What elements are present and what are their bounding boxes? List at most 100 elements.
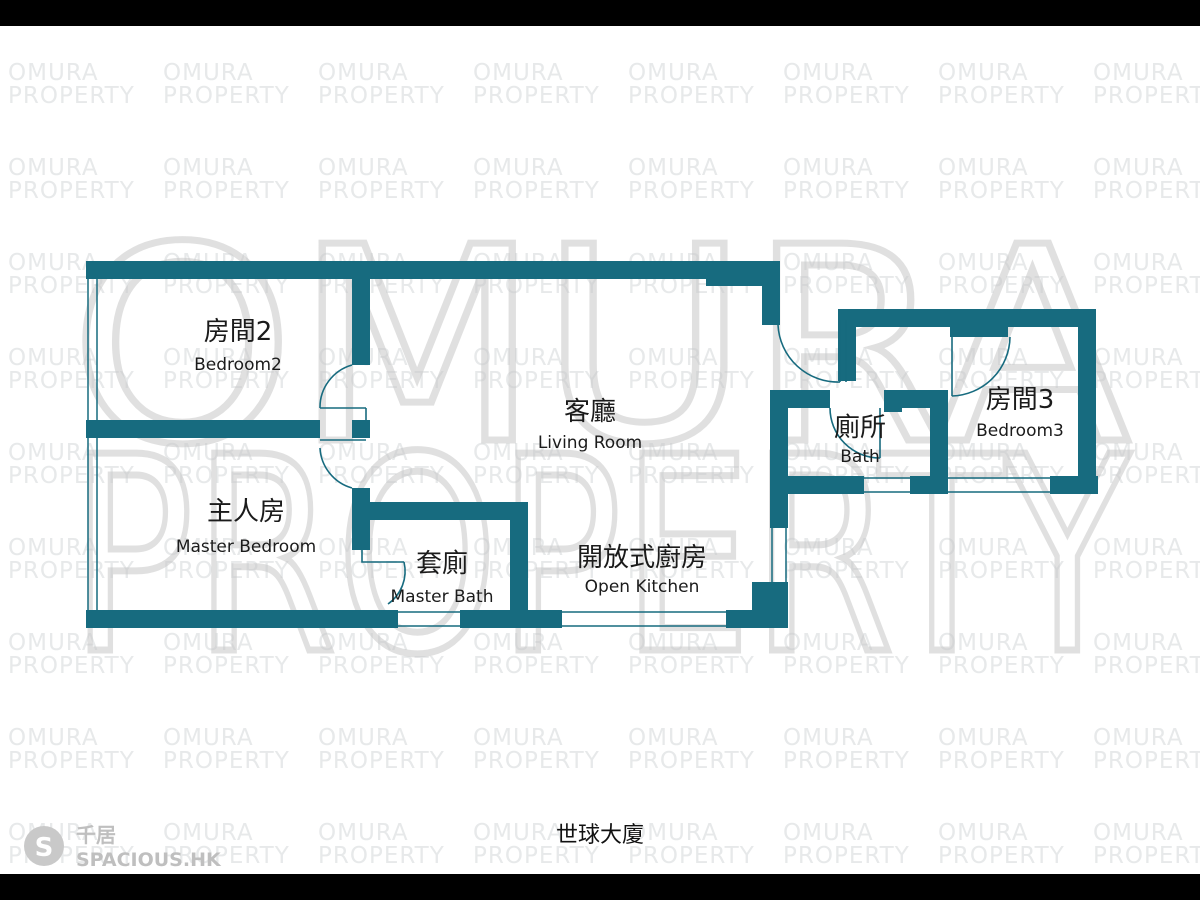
wall-kitchen-right-lower bbox=[752, 582, 788, 628]
watermark-tile-line2: PROPERTY bbox=[1093, 273, 1200, 299]
watermark-tile-line1: OMURA bbox=[1093, 440, 1184, 466]
watermark-tile-line1: OMURA bbox=[938, 630, 1029, 656]
watermark-tile-line1: OMURA bbox=[783, 630, 874, 656]
watermark-tile-line2: PROPERTY bbox=[783, 558, 910, 584]
watermark-tile-line1: OMURA bbox=[8, 345, 99, 371]
watermark-tile-line2: PROPERTY bbox=[163, 368, 290, 394]
watermark-tile-line1: OMURA bbox=[473, 155, 564, 181]
watermark-tile-line2: PROPERTY bbox=[1093, 558, 1200, 584]
watermark-tile-line1: OMURA bbox=[1093, 250, 1184, 276]
label-master-bath-zh: 套廁 bbox=[416, 549, 468, 579]
label-kitchen-en: Open Kitchen bbox=[585, 577, 700, 597]
watermark-tile-line2: PROPERTY bbox=[1093, 653, 1200, 679]
watermark-tile-line2: PROPERTY bbox=[8, 748, 135, 774]
watermark-tile-line2: PROPERTY bbox=[473, 653, 600, 679]
watermark-tile-line2: PROPERTY bbox=[1093, 463, 1200, 489]
wall-bedroom3-door-stub bbox=[950, 327, 1008, 337]
watermark-tile-line1: OMURA bbox=[473, 440, 564, 466]
watermark-tile-line2: PROPERTY bbox=[628, 558, 755, 584]
watermark-tile-line2: PROPERTY bbox=[938, 368, 1065, 394]
label-master-bedroom-en: Master Bedroom bbox=[176, 537, 316, 557]
logo-circle-icon bbox=[24, 826, 64, 866]
watermark-tile-line1: OMURA bbox=[8, 250, 99, 276]
watermark-tile-line1: OMURA bbox=[938, 60, 1029, 86]
watermark-tile-line2: PROPERTY bbox=[938, 653, 1065, 679]
label-bath-zh: 廁所 bbox=[834, 413, 886, 443]
watermark-tile-line1: OMURA bbox=[628, 60, 719, 86]
watermark-tile-line2: PROPERTY bbox=[938, 843, 1065, 869]
watermark-tile-line1: OMURA bbox=[8, 630, 99, 656]
watermark-tile-line1: OMURA bbox=[473, 630, 564, 656]
watermark-tile-line1: OMURA bbox=[628, 440, 719, 466]
watermark-tile-line2: PROPERTY bbox=[938, 83, 1065, 109]
wall-bedroom3-top bbox=[856, 309, 1096, 327]
watermark-tile-line2: PROPERTY bbox=[318, 843, 445, 869]
wall-bath-bottom-right bbox=[910, 476, 948, 494]
watermark-tile-line2: PROPERTY bbox=[628, 748, 755, 774]
watermark-tile-line1: OMURA bbox=[163, 725, 254, 751]
label-bedroom2-zh: 房間2 bbox=[204, 317, 273, 347]
watermark-tile-line2: PROPERTY bbox=[163, 843, 290, 869]
watermark-tile-line1: OMURA bbox=[938, 345, 1029, 371]
top-black-bar bbox=[0, 0, 1200, 26]
watermark-tile-line2: PROPERTY bbox=[938, 748, 1065, 774]
watermark-tile-line2: PROPERTY bbox=[473, 843, 600, 869]
watermark-tile-line2: PROPERTY bbox=[783, 748, 910, 774]
watermark-tile-line2: PROPERTY bbox=[473, 368, 600, 394]
watermark-tile-line2: PROPERTY bbox=[318, 178, 445, 204]
watermark-tile-line1: OMURA bbox=[938, 155, 1029, 181]
watermark-tile-line2: PROPERTY bbox=[163, 463, 290, 489]
wall-bedroom-divider bbox=[86, 420, 320, 438]
wall-bottom-mid bbox=[460, 610, 562, 628]
watermark-tile-line1: OMURA bbox=[318, 630, 409, 656]
door-master-bath bbox=[361, 550, 404, 563]
watermark-tile-line1: OMURA bbox=[473, 725, 564, 751]
wall-bedroom2-living bbox=[352, 261, 370, 365]
watermark-tile-line2: PROPERTY bbox=[938, 463, 1065, 489]
wall-bath-top bbox=[770, 390, 830, 408]
watermark-tile-line1: OMURA bbox=[1093, 60, 1184, 86]
watermark-tile-line1: OMURA bbox=[163, 535, 254, 561]
watermark-tile-line1: OMURA bbox=[8, 535, 99, 561]
watermark-tile-line1: OMURA bbox=[318, 155, 409, 181]
logo-en: SPACIOUS.HK bbox=[76, 849, 222, 871]
watermark-tile-line1: OMURA bbox=[473, 345, 564, 371]
watermark-tile-line1: OMURA bbox=[1093, 630, 1184, 656]
watermark-tile-line2: PROPERTY bbox=[938, 178, 1065, 204]
watermark-tile-line1: OMURA bbox=[783, 155, 874, 181]
watermark-tile-line1: OMURA bbox=[318, 60, 409, 86]
watermark-tile-line1: OMURA bbox=[938, 820, 1029, 846]
watermark-tile-line2: PROPERTY bbox=[783, 178, 910, 204]
watermark-tile-line2: PROPERTY bbox=[163, 748, 290, 774]
watermark-tile-line1: OMURA bbox=[628, 345, 719, 371]
wall-bedroom3-bottom bbox=[1050, 476, 1096, 494]
watermark-tile-line1: OMURA bbox=[8, 60, 99, 86]
watermark-tile-line1: OMURA bbox=[783, 725, 874, 751]
label-living-en: Living Room bbox=[538, 433, 642, 453]
watermark-tile-line2: PROPERTY bbox=[318, 653, 445, 679]
watermark-tile-line2: PROPERTY bbox=[8, 558, 135, 584]
watermark-tile-line2: PROPERTY bbox=[473, 83, 600, 109]
watermark-tile-line2: PROPERTY bbox=[1093, 748, 1200, 774]
watermark-tile-line2: PROPERTY bbox=[318, 368, 445, 394]
large-watermark-line1: OMURA bbox=[70, 189, 1131, 504]
wall-kitchen-right-block bbox=[770, 390, 788, 528]
bottom-black-bar bbox=[0, 874, 1200, 900]
label-bedroom3-zh: 房間3 bbox=[986, 385, 1055, 415]
door-master-bath-arc bbox=[387, 561, 406, 605]
watermark-tile-line2: PROPERTY bbox=[628, 83, 755, 109]
watermark-tile-line2: PROPERTY bbox=[628, 653, 755, 679]
watermark-tile-line2: PROPERTY bbox=[938, 273, 1065, 299]
spacious-logo: S 千居 SPACIOUS.HK bbox=[24, 823, 222, 871]
watermark-tile-line1: OMURA bbox=[628, 630, 719, 656]
watermark-tile-line1: OMURA bbox=[163, 155, 254, 181]
watermark-tile-line1: OMURA bbox=[938, 440, 1029, 466]
walls bbox=[86, 261, 1098, 628]
wall-bottom-left bbox=[86, 610, 398, 628]
watermark-tile-line2: PROPERTY bbox=[628, 368, 755, 394]
wall-bath-inner-stub bbox=[884, 390, 902, 412]
watermark-tile-line1: OMURA bbox=[938, 725, 1029, 751]
door-entry-arc bbox=[777, 324, 841, 383]
